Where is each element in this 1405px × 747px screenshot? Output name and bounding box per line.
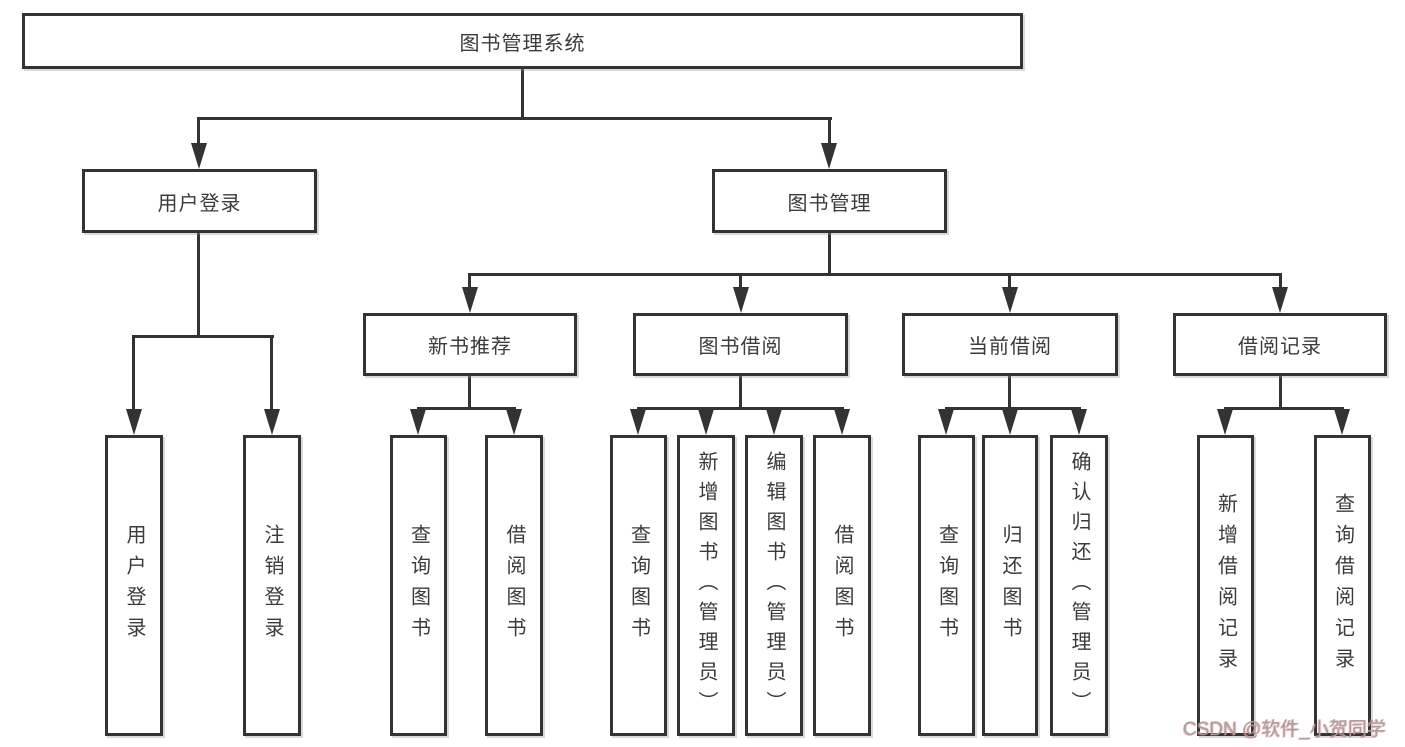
connector — [739, 273, 742, 295]
leaf-confirm-return-admin: 确认归还（管理员） — [1050, 435, 1108, 736]
connector — [132, 335, 274, 338]
arrow-down-icon — [938, 409, 954, 435]
connector — [828, 233, 831, 275]
leaf-query-books-current: 查询图书 — [918, 435, 975, 736]
connector — [1008, 376, 1011, 409]
connector — [468, 273, 1282, 276]
leaf-add-borrow-record-label: 新增借阅记录 — [1214, 492, 1237, 679]
leaf-user-login: 用户登录 — [105, 435, 163, 736]
node-root-label: 图书管理系统 — [459, 32, 586, 55]
node-new-book-recommend-label: 新书推荐 — [428, 336, 512, 358]
leaf-add-book-admin: 新增图书（管理员） — [677, 435, 735, 736]
leaf-logout-login: 注销登录 — [243, 435, 301, 736]
leaf-confirm-return-admin-label: 确认归还（管理员） — [1068, 450, 1090, 721]
arrow-down-icon — [733, 287, 749, 313]
node-borrow-records: 借阅记录 — [1173, 313, 1387, 376]
leaf-add-borrow-record: 新增借阅记录 — [1197, 435, 1254, 736]
node-book-borrow: 图书借阅 — [633, 313, 848, 376]
node-book-management-label: 图书管理 — [787, 192, 872, 215]
leaf-edit-book-admin-label: 编辑图书（管理员） — [763, 450, 785, 721]
arrow-down-icon — [834, 409, 850, 435]
arrow-down-icon — [630, 409, 646, 435]
leaf-user-login-label: 用户登录 — [123, 523, 145, 648]
arrow-down-icon — [1071, 409, 1087, 435]
arrow-down-icon — [766, 409, 782, 435]
leaf-borrow-books-recommend: 借阅图书 — [485, 435, 543, 736]
node-root: 图书管理系统 — [22, 13, 1023, 69]
arrow-down-icon — [410, 409, 426, 435]
leaf-add-book-admin-label: 新增图书（管理员） — [695, 450, 717, 721]
connector — [132, 335, 135, 415]
arrow-down-icon — [191, 143, 207, 169]
connector — [739, 376, 742, 409]
leaf-query-borrow-record-label: 查询借阅记录 — [1331, 492, 1354, 679]
connector — [468, 273, 471, 295]
node-user-login: 用户登录 — [82, 169, 317, 233]
leaf-return-book-label: 归还图书 — [999, 523, 1021, 648]
arrow-down-icon — [1272, 287, 1288, 313]
arrow-down-icon — [506, 409, 522, 435]
connector — [521, 66, 524, 118]
leaf-edit-book-admin: 编辑图书（管理员） — [745, 435, 803, 736]
leaf-borrow-books-recommend-label: 借阅图书 — [503, 523, 525, 648]
node-user-login-label: 用户登录 — [157, 192, 242, 215]
node-borrow-records-label: 借阅记录 — [1238, 336, 1322, 358]
connector — [1008, 273, 1011, 295]
arrow-down-icon — [462, 287, 478, 313]
connector — [197, 117, 200, 149]
leaf-query-borrow-record: 查询借阅记录 — [1314, 435, 1371, 736]
arrow-down-icon — [1217, 409, 1233, 435]
arrow-down-icon — [1002, 409, 1018, 435]
arrow-down-icon — [126, 409, 142, 435]
connector — [1224, 407, 1344, 410]
connector — [270, 335, 273, 415]
connector — [417, 407, 516, 410]
leaf-query-books-borrow-label: 查询图书 — [627, 523, 650, 648]
node-current-borrow: 当前借阅 — [902, 313, 1118, 376]
connector — [828, 117, 831, 149]
connector — [198, 117, 832, 120]
leaf-query-books-current-label: 查询图书 — [935, 523, 958, 648]
leaf-return-book: 归还图书 — [982, 435, 1038, 736]
arrow-down-icon — [821, 143, 837, 169]
leaf-query-books-recommend-label: 查询图书 — [407, 523, 430, 648]
arrow-down-icon — [1002, 287, 1018, 313]
arrow-down-icon — [698, 409, 714, 435]
node-new-book-recommend: 新书推荐 — [363, 313, 577, 376]
leaf-query-books-borrow: 查询图书 — [610, 435, 667, 736]
connector — [468, 376, 471, 409]
connector — [197, 233, 200, 337]
leaf-query-books-recommend: 查询图书 — [390, 435, 447, 736]
node-book-management: 图书管理 — [712, 169, 947, 233]
arrow-down-icon — [264, 409, 280, 435]
connector — [945, 407, 1081, 410]
node-book-borrow-label: 图书借阅 — [698, 336, 783, 358]
leaf-logout-login-label: 注销登录 — [261, 523, 283, 648]
leaf-borrow-books-label: 借阅图书 — [831, 523, 853, 648]
arrow-down-icon — [1334, 409, 1350, 435]
node-current-borrow-label: 当前借阅 — [968, 336, 1052, 358]
connector — [637, 407, 844, 410]
leaf-borrow-books: 借阅图书 — [813, 435, 871, 736]
connector — [1279, 273, 1282, 295]
watermark: CSDN @软件_小贺同学 — [1183, 719, 1386, 740]
connector — [1279, 376, 1282, 409]
